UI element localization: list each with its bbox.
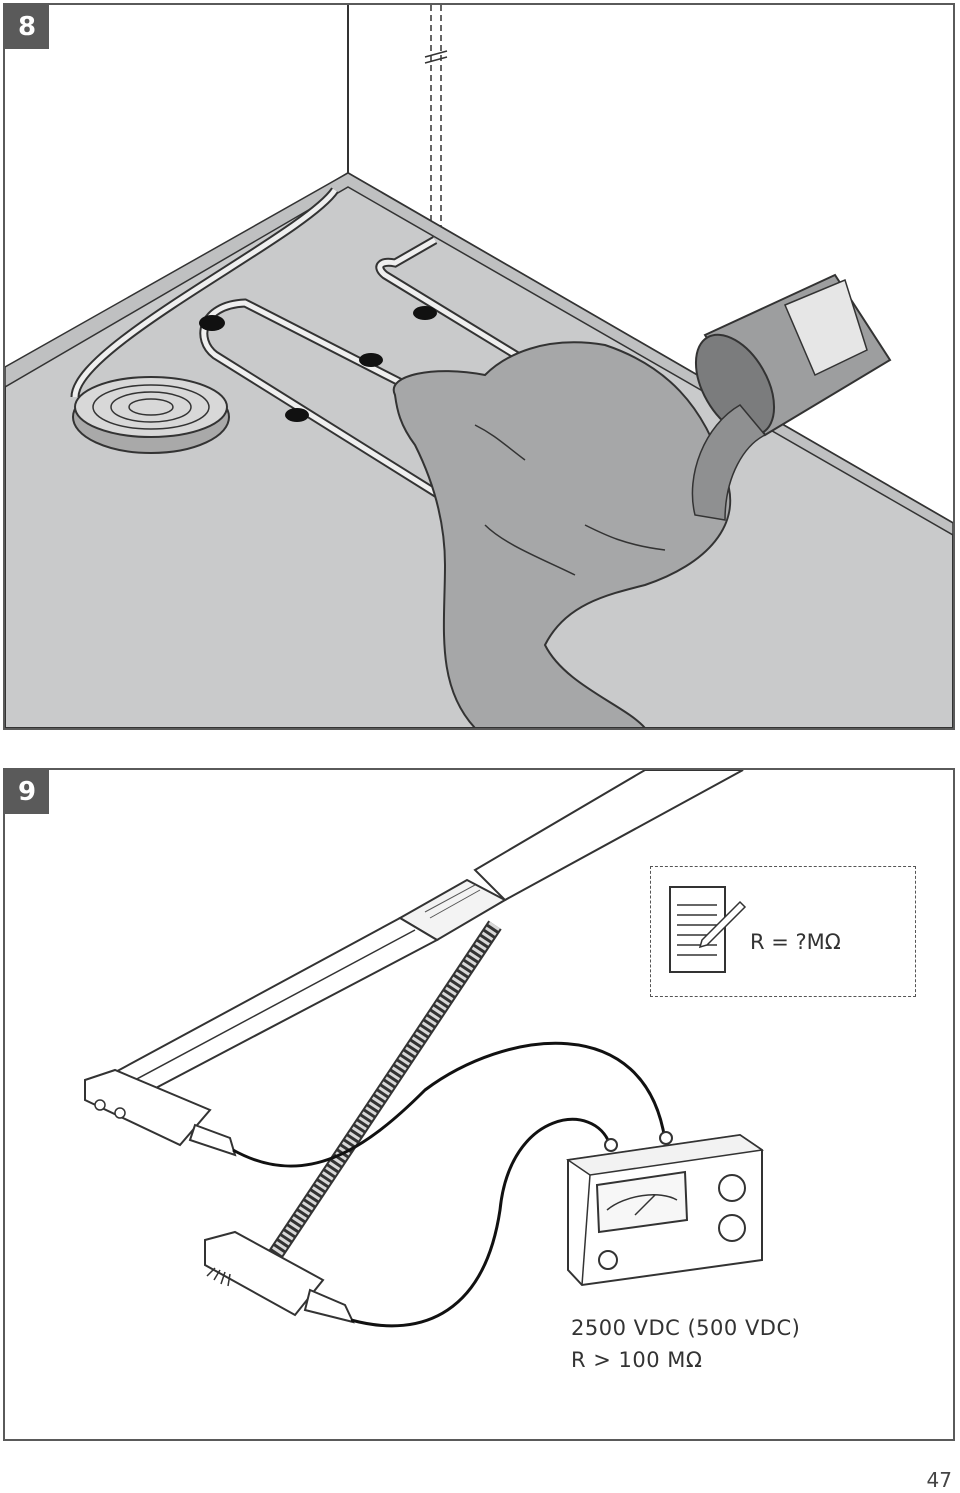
floor-cable-illustration	[5, 5, 953, 728]
step-8-panel: 8	[3, 3, 955, 730]
record-document-icon	[669, 886, 747, 973]
insulation-tester	[565, 1131, 765, 1287]
crocodile-clip-1	[84, 1068, 237, 1157]
step-9-badge: 9	[5, 770, 49, 814]
insulation-test-illustration	[84, 770, 765, 1328]
page-number: 47	[926, 1468, 952, 1492]
resistance-formula: R = ?MΩ	[750, 930, 841, 954]
resistance-requirement: R > 100 MΩ	[571, 1348, 703, 1372]
step-8-badge: 8	[5, 5, 49, 49]
crocodile-clip-2	[204, 1230, 355, 1324]
step-9-panel: 9	[3, 768, 955, 1441]
result-note-box	[650, 866, 916, 997]
test-voltage-spec: 2500 VDC (500 VDC)	[571, 1316, 801, 1340]
bucket	[691, 273, 892, 521]
